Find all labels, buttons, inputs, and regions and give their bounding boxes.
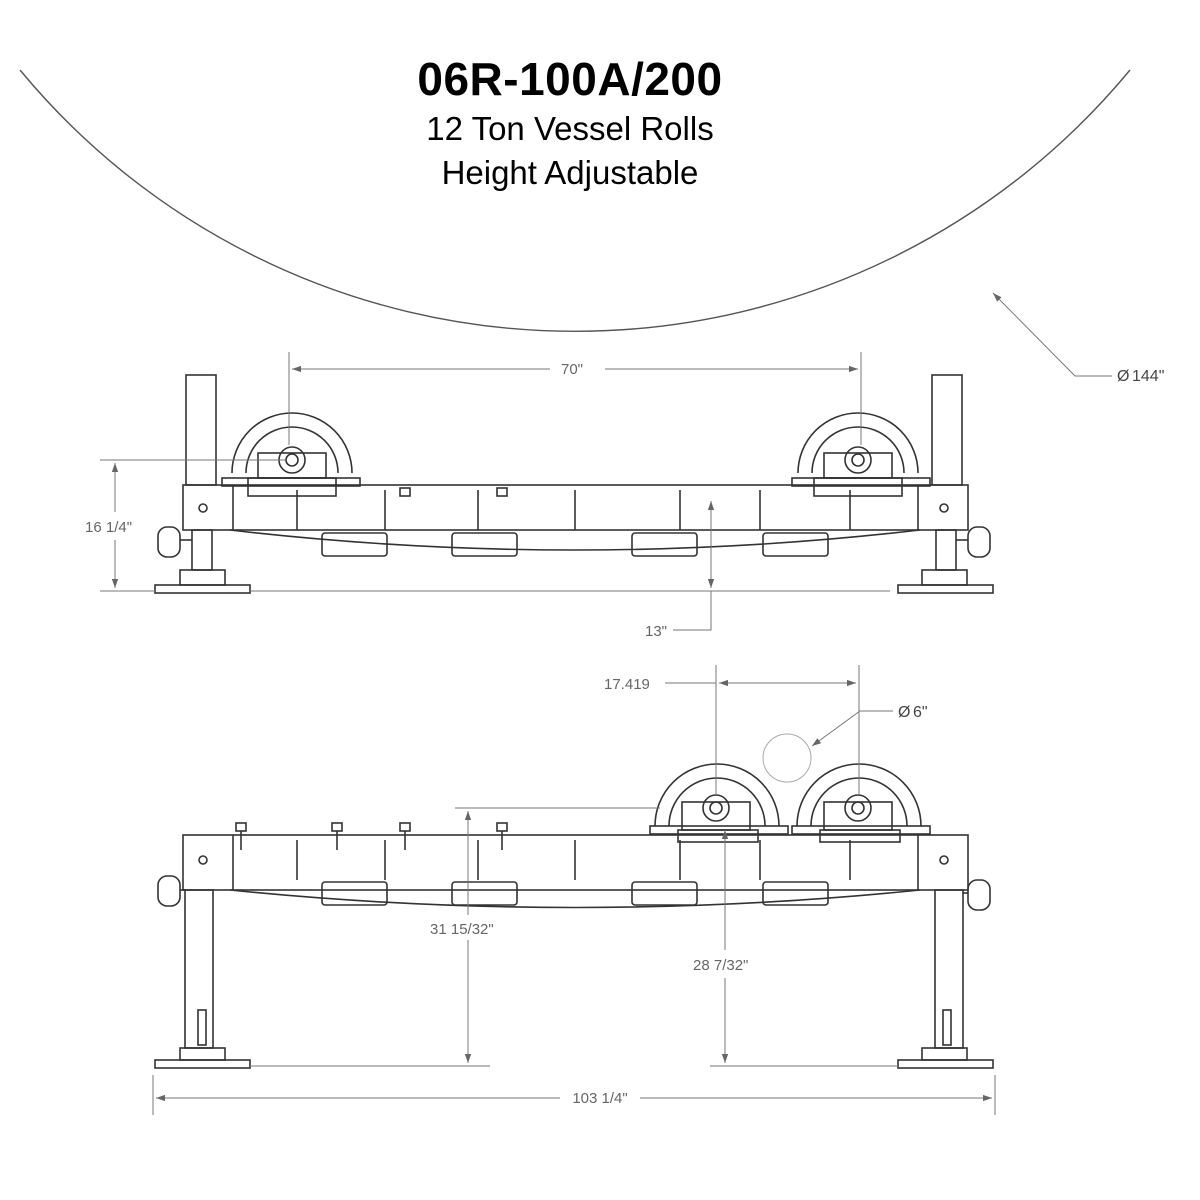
bottom-view [154, 763, 994, 1069]
dim-axle-height: 28 7/32" [693, 957, 748, 974]
model-title: 06R-100A/200 [417, 53, 723, 105]
dim-hole-spacing: 17.419 [604, 676, 650, 693]
dim-bottom-height: 13" [645, 623, 667, 640]
dim-wheel-diameter: 6" [913, 704, 928, 721]
dim-overall-length: 103 1/4" [572, 1090, 627, 1107]
dim-top-height: 16 1/4" [85, 519, 132, 536]
vessel-outline [19, 69, 1131, 332]
bottom-dimensions [152, 665, 996, 1115]
dim-roll-spacing: 70" [561, 361, 583, 378]
dim-max-height: 31 15/32" [430, 921, 494, 938]
dim-wheel-diameter-symbol: Ø [898, 704, 910, 721]
dim-vessel-diameter-symbol: Ø [1117, 368, 1129, 385]
subtitle: 12 Ton Vessel Rolls [426, 110, 714, 147]
top-dimensions [100, 292, 1112, 631]
top-view [154, 374, 994, 594]
subtitle-adjustable: Height Adjustable [441, 154, 699, 191]
dim-vessel-diameter: 144" [1132, 368, 1164, 385]
